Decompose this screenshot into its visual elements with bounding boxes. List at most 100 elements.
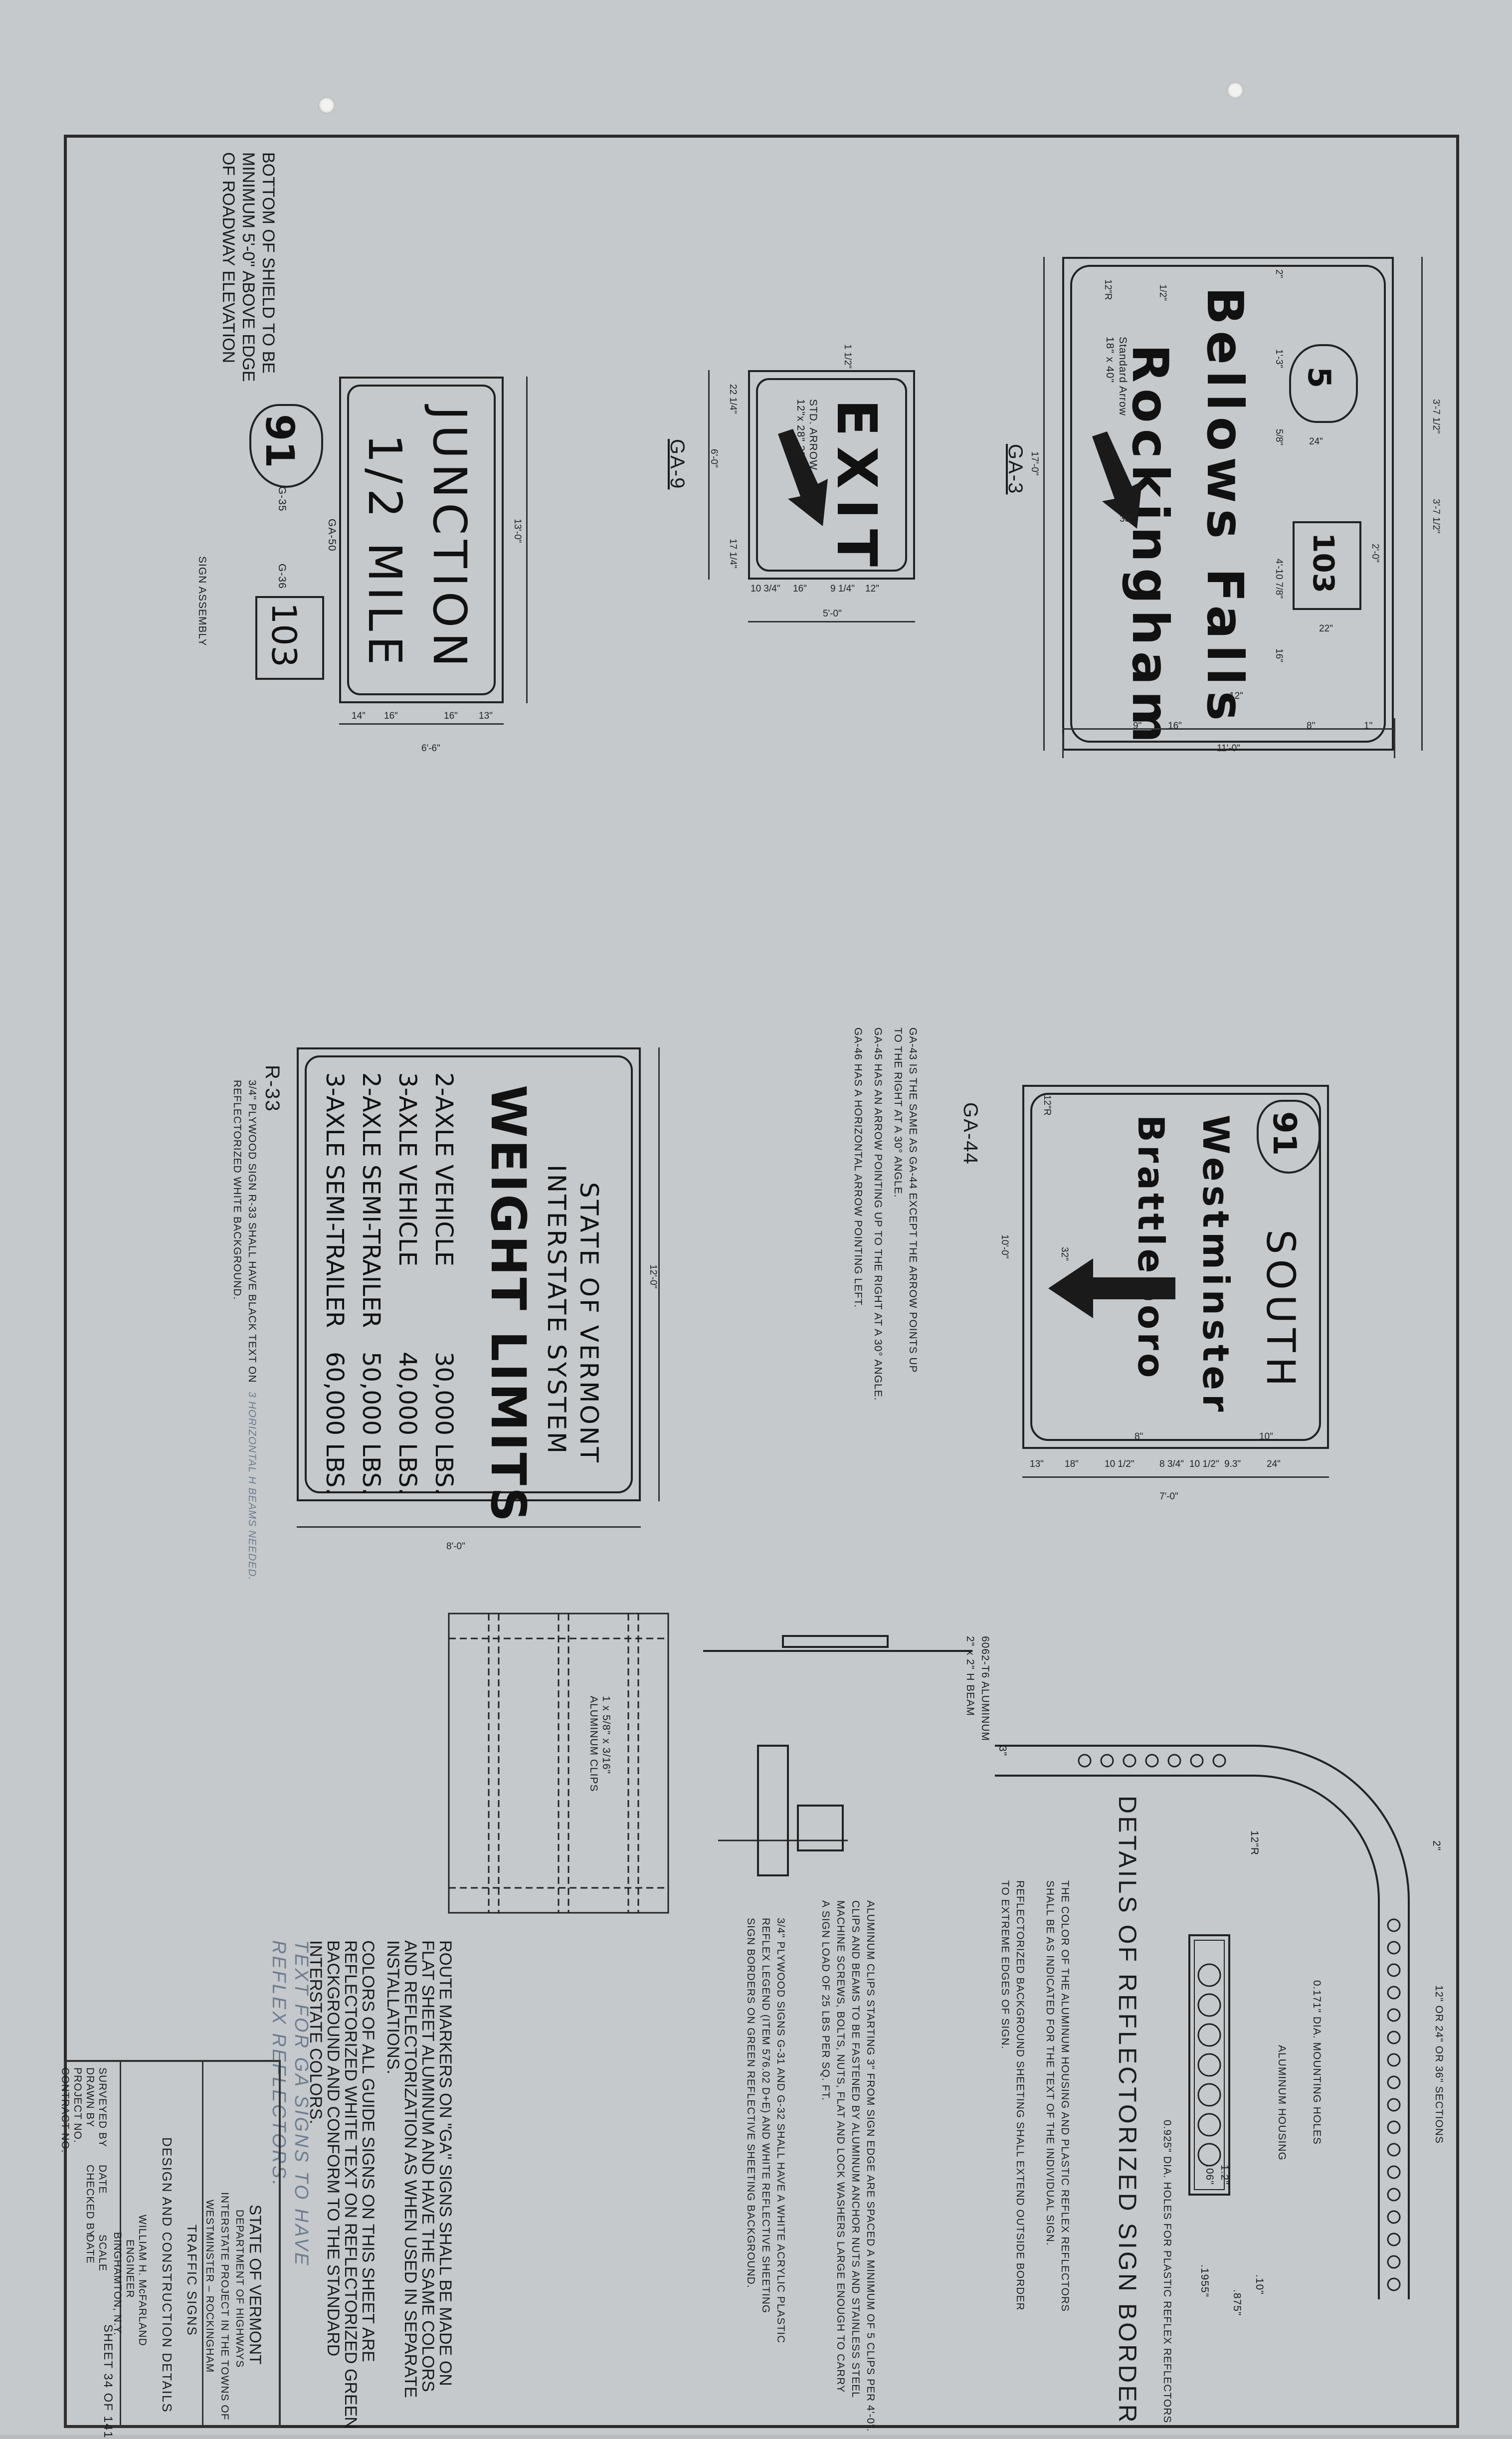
dim-line [1421, 257, 1423, 751]
ga44-line3: Brattleboro [1130, 1115, 1172, 1381]
details-callout: 2" [1431, 1840, 1442, 1851]
details-callout: .1955" [1199, 2264, 1210, 2298]
ga44-dim: 18" [1065, 1459, 1079, 1469]
ga44-height: 10'-0" [999, 1234, 1010, 1259]
tb-field: CHECKED BY [84, 2165, 96, 2238]
r33-note-1: 3/4" PLYWOOD SIGN R-33 SHALL HAVE BLACK … [246, 1080, 258, 1383]
tb-dept: DEPARTMENT OF HIGHWAYS [234, 2210, 245, 2368]
details-callout: .875" [1231, 2289, 1243, 2316]
ga44-width: 7'-0" [1159, 1491, 1178, 1502]
ga3-dim: 5/8" [1274, 429, 1284, 446]
ga3-dim: 22" [1319, 623, 1333, 634]
interstate-shield-icon [1257, 1100, 1321, 1174]
tb-towns: WESTMINSTER – ROCKINGHAM [204, 2200, 215, 2373]
ga3-dim: 8" [1307, 721, 1316, 731]
ga44-dim: 13" [1030, 1459, 1044, 1469]
ga3-dim: 35° [1120, 514, 1134, 524]
junction-sign [339, 377, 504, 703]
junction-dim: 13" [479, 711, 493, 721]
arrow-down-right-icon [1092, 431, 1142, 529]
title-block-divider [120, 2060, 121, 2428]
junction-height: 6'-6" [421, 743, 440, 754]
ga44-sign [1022, 1085, 1329, 1449]
ga9-dim: 17 1/4" [728, 539, 738, 569]
dim-line [1394, 718, 1395, 758]
dim-line [708, 370, 710, 580]
pencil-note-1: TEXT FOR GA SIGNS TO HAVE [291, 1940, 312, 2267]
ga9-dim: 10 3/4" [751, 584, 780, 594]
tb-detail: DESIGN AND CONSTRUCTION DETAILS [160, 2137, 175, 2413]
plywood-note-3: SIGN BORDERS ON GREEN REFLECTIVE SHEETIN… [745, 1918, 756, 2288]
junction-dim: 16" [444, 711, 458, 721]
junction-line1: JUNCTION [423, 406, 476, 672]
junction-note-1: BOTTOM OF SHIELD TO BE [259, 152, 278, 374]
ga44-dim: 8" [1134, 1431, 1143, 1442]
details-callout: 1.2" [1219, 2165, 1230, 2185]
ga9-arrow-size: 12"x 28" 35° [795, 399, 806, 463]
punch-hole [1227, 82, 1244, 99]
title-block [64, 2060, 281, 2428]
dim-line [658, 1047, 660, 1501]
r33-row1-value: 30,000 LBS. [430, 1352, 458, 1495]
junction-code-shield: G-35 [276, 486, 288, 512]
junction-code-sign: GA-50 [326, 519, 338, 552]
ga44-note-3: GA-45 HAS AN ARROW POINTING UP TO THE RI… [872, 1027, 884, 1401]
ga44-dim: 9.3" [1224, 1459, 1241, 1469]
junction-width: 13'-0" [512, 519, 523, 543]
ga3-label: GA-3 [1004, 444, 1026, 495]
tb-subject: TRAFFIC SIGNS [185, 2225, 199, 2336]
ga3-dim: 3'-7 1/2" [1431, 399, 1441, 434]
ga44-note-1: GA-43 IS THE SAME AS GA-44 EXCEPT THE AR… [907, 1027, 919, 1373]
ga3-dim: 4'-10 7/8" [1274, 559, 1284, 599]
tb-project: INTERSTATE PROJECT IN THE TOWNS OF [219, 2192, 230, 2421]
tb-city: BINGHAMTON, N.Y. [112, 2232, 123, 2336]
ga44-dim: 10 1/2" [1189, 1459, 1219, 1469]
interstate-shield-icon [249, 404, 323, 488]
ga44-dim: 24" [1267, 1459, 1281, 1469]
ga3-dim: 1" [1364, 721, 1373, 731]
ga44-label: GA-44 [959, 1102, 981, 1165]
ga9-width: 5'-0" [823, 609, 842, 619]
ga9-sign [748, 370, 915, 580]
details-callout: .10" [1254, 2274, 1265, 2295]
ga44-dim: 8 3/4" [1159, 1459, 1184, 1469]
ga3-sign [1062, 257, 1394, 751]
ga9-dim: 22 1/4" [728, 384, 738, 414]
border-detail-drawing [995, 1745, 1410, 2299]
dim-line [1022, 1476, 1329, 1478]
junction-note-3: OF ROADWAY ELEVATION [219, 152, 238, 364]
ga9-height: 6'-0" [709, 449, 719, 468]
junction-line2: 1/2 MILE [358, 434, 411, 670]
ga44-dim: 10" [1259, 1431, 1273, 1442]
ga9-label: GA-9 [666, 439, 688, 490]
ga9-dim: 9 1/4" [830, 584, 855, 594]
dim-line [1043, 257, 1045, 751]
clip-layout-drawing [448, 1613, 669, 1914]
dim-line [748, 621, 915, 622]
ga44-note-4: GA-46 HAS A HORIZONTAL ARROW POINTING LE… [852, 1027, 864, 1308]
ga44-line1: SOUTH [1258, 1229, 1303, 1392]
ga3-shield-route: 5 [1301, 367, 1337, 389]
route-shield-icon [1289, 344, 1358, 423]
details-callout: 3" [997, 1746, 1008, 1757]
ga3-dim: 1/2" [1157, 284, 1168, 301]
ga3-arrow-note: Standard Arrow [1117, 337, 1129, 416]
ga3-dim: 2'-0" [1370, 544, 1380, 563]
ga3-dim: 1'-3" [1274, 349, 1284, 368]
tb-field: DATE [84, 2235, 96, 2264]
ga44-shield-route: 91 [1266, 1111, 1303, 1156]
r33-line2: INTERSTATE SYSTEM [542, 1165, 571, 1456]
dim-line [1062, 733, 1064, 758]
details-callout: ALUMINUM HOUSING [1276, 2045, 1288, 2161]
clip-note-2: CLIPS AND BEAMS TO BE FASTENED BY ALUMIN… [850, 1900, 861, 2398]
sheet-border [64, 135, 1459, 2428]
beam-label-1: 6062-T6 ALUMINUM [979, 1636, 991, 1741]
ga3-box-route: 103 [1307, 533, 1340, 594]
r33-title: WEIGHT LIMITS [480, 1085, 536, 1524]
ga44-dim: 10 1/2" [1105, 1459, 1134, 1469]
clip-note-1: ALUMINUM CLIPS STARTING 3" FROM SIGN EDG… [865, 1900, 876, 2432]
r33-row2-value: 40,000 LBS. [393, 1352, 421, 1495]
junction-dim: 16" [384, 711, 398, 721]
r33-note-2: REFLECTORIZED WHITE BACKGROUND. [231, 1080, 243, 1300]
